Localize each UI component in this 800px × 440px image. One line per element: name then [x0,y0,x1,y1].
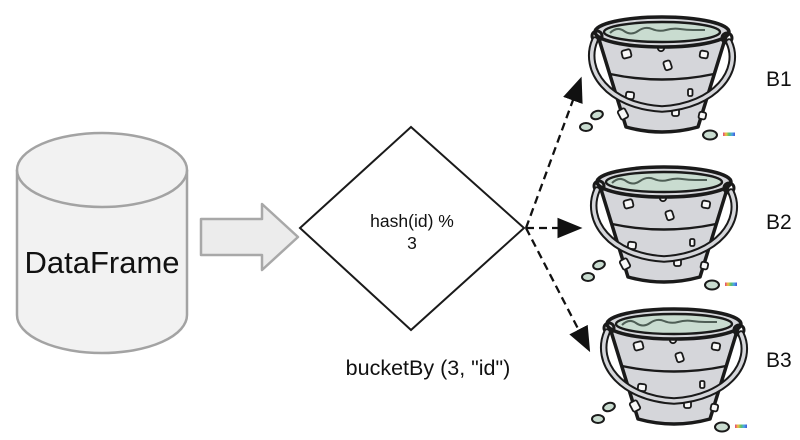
bucketby-caption: bucketBy (3, "id") [346,356,511,380]
bucket-1-image [580,17,735,140]
bucket-1-label: B1 [766,68,792,91]
dataframe-cylinder: DataFrame [15,131,189,355]
bucket-2-label: B2 [766,211,792,234]
diamond-shape [298,125,526,332]
dataframe-label: DataFrame [24,245,179,280]
bucket-3-label: B3 [766,349,792,372]
hash-expression-line1: hash(id) % [370,211,454,231]
hash-decision-diamond: hash(id) % 3 [298,125,526,332]
hash-expression-line2: 3 [407,233,417,253]
dashed-arrows [524,76,591,353]
arrow-to-bucket-3 [524,227,591,353]
bucket-2-image [582,167,737,290]
cylinder-body [15,170,189,355]
flow-block-arrow [199,202,300,272]
arrow-to-bucket-1 [524,76,583,229]
bucket-3-image [592,309,747,432]
cylinder-top [15,131,189,209]
